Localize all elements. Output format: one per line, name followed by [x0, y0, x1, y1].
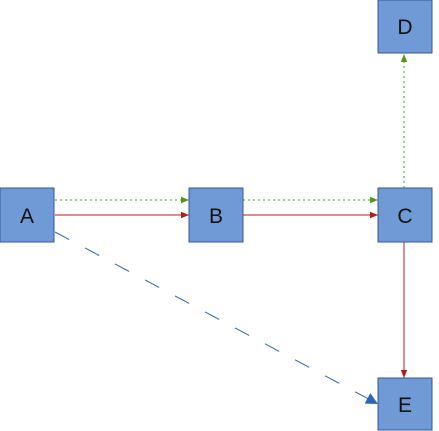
edges-layer: [54, 54, 408, 405]
node-a[interactable]: A: [0, 187, 55, 243]
node-e[interactable]: E: [377, 377, 433, 431]
node-c-label: C: [397, 205, 412, 228]
node-d[interactable]: D: [377, 0, 433, 54]
node-b-label: B: [209, 205, 223, 228]
node-d-label: D: [397, 16, 412, 39]
edge-a-e-dashed: [54, 231, 379, 405]
node-e-label: E: [398, 394, 412, 417]
node-c[interactable]: C: [377, 187, 433, 243]
node-b[interactable]: B: [188, 187, 244, 243]
node-a-label: A: [20, 205, 34, 228]
